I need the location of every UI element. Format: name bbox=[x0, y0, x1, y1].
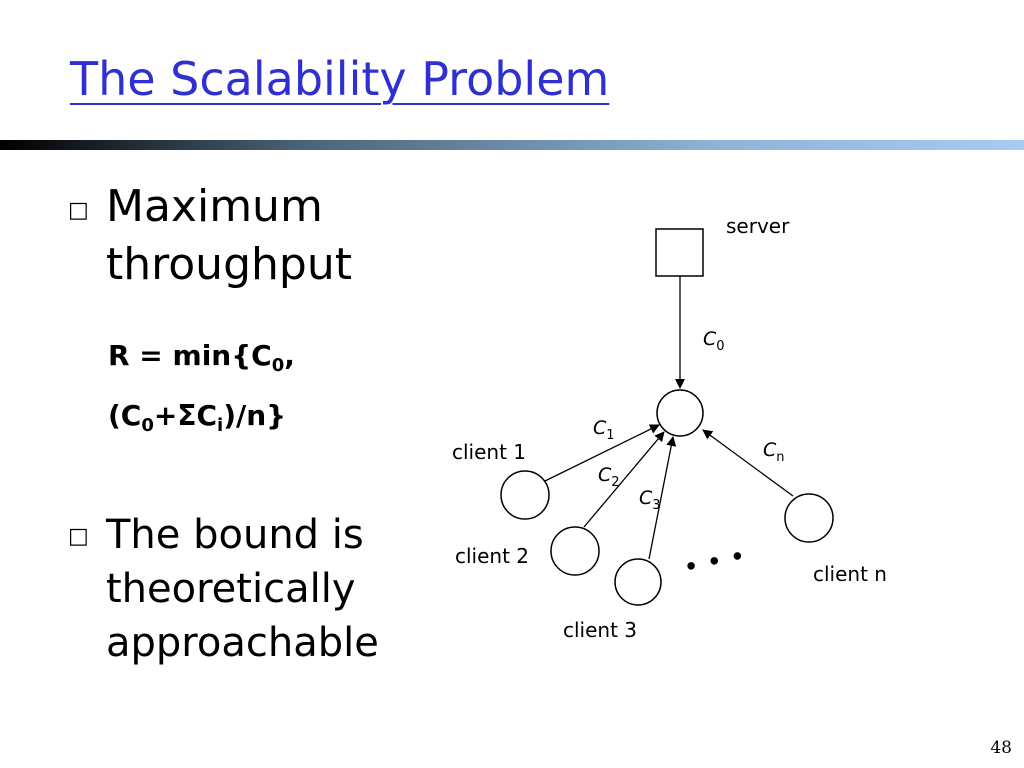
formula-2-close: )/n} bbox=[223, 399, 287, 432]
page-number: 48 bbox=[990, 738, 1012, 758]
bullet-1-line-1: Maximum bbox=[106, 181, 323, 232]
c2-sub: 2 bbox=[611, 475, 620, 490]
formula-2-sub-2: i bbox=[217, 415, 224, 436]
link-c3-arrow bbox=[648, 436, 677, 560]
capacity-label-c0: C0 bbox=[703, 328, 725, 354]
client-1-label: client 1 bbox=[452, 440, 527, 464]
client-3-label: client 3 bbox=[563, 618, 638, 642]
c3-base: C bbox=[639, 487, 653, 509]
bullet-text-2: The bound is theoretically approachable bbox=[106, 508, 379, 670]
bullet-marker-2: □ bbox=[68, 524, 89, 549]
c3-sub: 3 bbox=[652, 498, 661, 513]
capacity-label-cn: Cn bbox=[763, 439, 785, 465]
client-1-node bbox=[500, 470, 550, 520]
formula-1-prefix: R = min{C bbox=[108, 339, 272, 372]
bullet-2-line-2: theoretically bbox=[106, 566, 356, 612]
client-2-node bbox=[550, 526, 600, 576]
bullet-2-line-3: approachable bbox=[106, 620, 379, 666]
formula-1-sub: 0 bbox=[271, 355, 285, 376]
bullet-marker-1: □ bbox=[68, 198, 89, 223]
client-n-node bbox=[784, 493, 834, 543]
c2-base: C bbox=[598, 464, 612, 486]
cn-sub: n bbox=[776, 450, 785, 465]
capacity-label-c1: C1 bbox=[593, 417, 615, 443]
title-divider bbox=[0, 140, 1024, 150]
bullet-2-line-1: The bound is bbox=[106, 512, 364, 558]
c0-sub: 0 bbox=[716, 339, 725, 354]
formula-line-1: R = min{C0, bbox=[108, 342, 295, 375]
server-label: server bbox=[726, 214, 790, 238]
client-3-node bbox=[614, 558, 662, 606]
capacity-label-c2: C2 bbox=[598, 464, 620, 490]
server-node bbox=[655, 228, 704, 277]
link-cn-arrow bbox=[702, 429, 794, 497]
bullet-1-line-2: throughput bbox=[106, 239, 352, 290]
formula-2-plus-sigma: +ΣC bbox=[153, 399, 218, 432]
formula-1-suffix: , bbox=[284, 339, 295, 372]
formula-2-open: (C bbox=[108, 399, 142, 432]
client-n-label: client n bbox=[813, 562, 887, 586]
c0-base: C bbox=[703, 328, 717, 350]
link-c1-arrow bbox=[544, 424, 660, 482]
slide-title: The Scalability Problem bbox=[70, 52, 610, 106]
capacity-label-c3: C3 bbox=[639, 487, 661, 513]
formula-line-2: (C0+ΣCi)/n} bbox=[108, 402, 286, 435]
formula-2-sub-1: 0 bbox=[141, 415, 154, 436]
c1-sub: 1 bbox=[606, 428, 615, 443]
c1-base: C bbox=[593, 417, 607, 439]
client-2-label: client 2 bbox=[455, 544, 530, 568]
bullet-text-1: Maximum throughput bbox=[106, 178, 352, 294]
cn-base: C bbox=[763, 439, 777, 461]
link-c2-arrow bbox=[583, 431, 665, 528]
hub-node bbox=[656, 389, 704, 437]
